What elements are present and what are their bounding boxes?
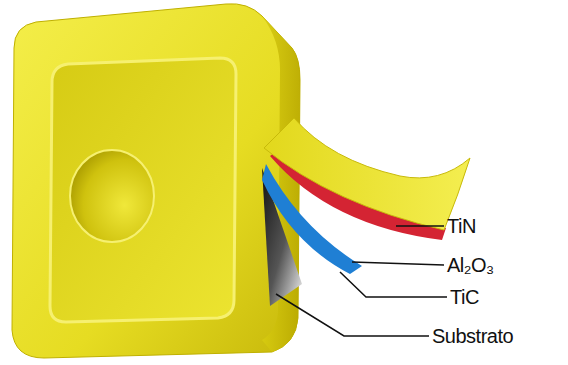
leader-line [276,294,429,336]
layer-label: TiN [447,215,476,237]
insert-hole [70,150,154,242]
layer-label: Al₂O₃ [447,254,494,276]
insert-body [12,4,300,358]
insert-recess [50,58,236,322]
tin-layer [264,118,470,230]
leader-line [340,272,447,297]
leader-lines [276,226,447,336]
leader-line [396,225,444,227]
layer-label: Substrato [432,325,513,347]
layer-label: TiC [450,286,479,308]
leader-line [352,262,444,265]
